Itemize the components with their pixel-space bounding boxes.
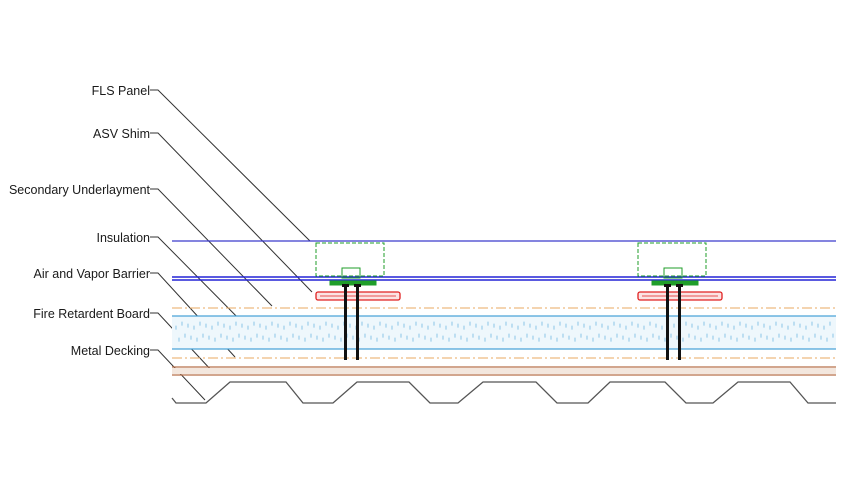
label-fls-panel: FLS Panel	[92, 84, 150, 98]
label-metal-decking: Metal Decking	[71, 344, 150, 358]
leader-secondary-underlayment	[150, 188, 273, 307]
label-insulation: Insulation	[96, 231, 150, 245]
leader-fls-panel	[150, 89, 311, 242]
label-asv-shim: ASV Shim	[93, 127, 150, 141]
clip-assembly-2	[637, 242, 723, 360]
label-fire-retardent-board: Fire Retardent Board	[33, 307, 150, 321]
leader-lines	[150, 89, 313, 401]
leader-metal-decking	[150, 349, 206, 401]
label-secondary-underlayment: Secondary Underlayment	[9, 183, 151, 197]
label-air-vapor-barrier: Air and Vapor Barrier	[34, 267, 151, 281]
metal-decking-profile	[171, 381, 836, 404]
fire-retardent-board	[172, 366, 836, 376]
leader-insulation	[150, 236, 253, 333]
fls-panel-base	[172, 276, 836, 281]
clip-assembly-1	[315, 242, 401, 360]
leader-fire-retardent-board	[150, 312, 213, 372]
leader-asv-shim	[150, 132, 313, 293]
insulation-layer	[172, 315, 836, 350]
